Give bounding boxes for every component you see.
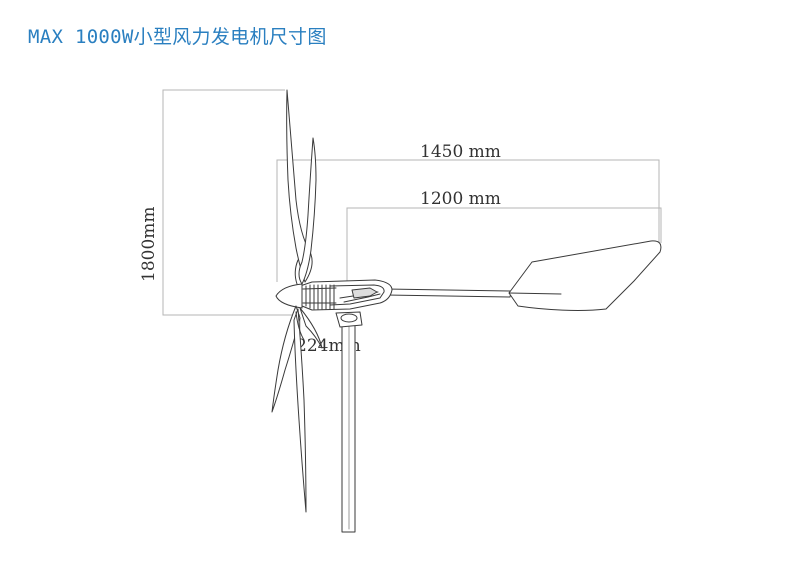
blade-lower-left bbox=[271, 305, 301, 413]
tail-dimension-line bbox=[346, 207, 662, 285]
blade-lower-right bbox=[299, 307, 323, 349]
tower-pole bbox=[341, 321, 356, 533]
height-label: 1800mm bbox=[139, 206, 159, 282]
rotor-hub bbox=[275, 283, 303, 309]
nacelle bbox=[299, 279, 393, 311]
blade-lower-long bbox=[293, 308, 307, 513]
height-dimension-line bbox=[162, 89, 300, 316]
blade-upper-short bbox=[298, 137, 317, 285]
blade-upper-long bbox=[286, 89, 313, 283]
width-label: 1450 mm bbox=[420, 142, 501, 162]
tail-fin bbox=[508, 240, 662, 311]
page-title: MAX 1000W小型风力发电机尺寸图 bbox=[28, 26, 327, 48]
width-dimension-line bbox=[276, 159, 660, 282]
wind-turbine-illustration bbox=[271, 89, 662, 533]
dimension-lines bbox=[162, 89, 662, 357]
tail-length-label: 1200 mm bbox=[420, 189, 501, 209]
